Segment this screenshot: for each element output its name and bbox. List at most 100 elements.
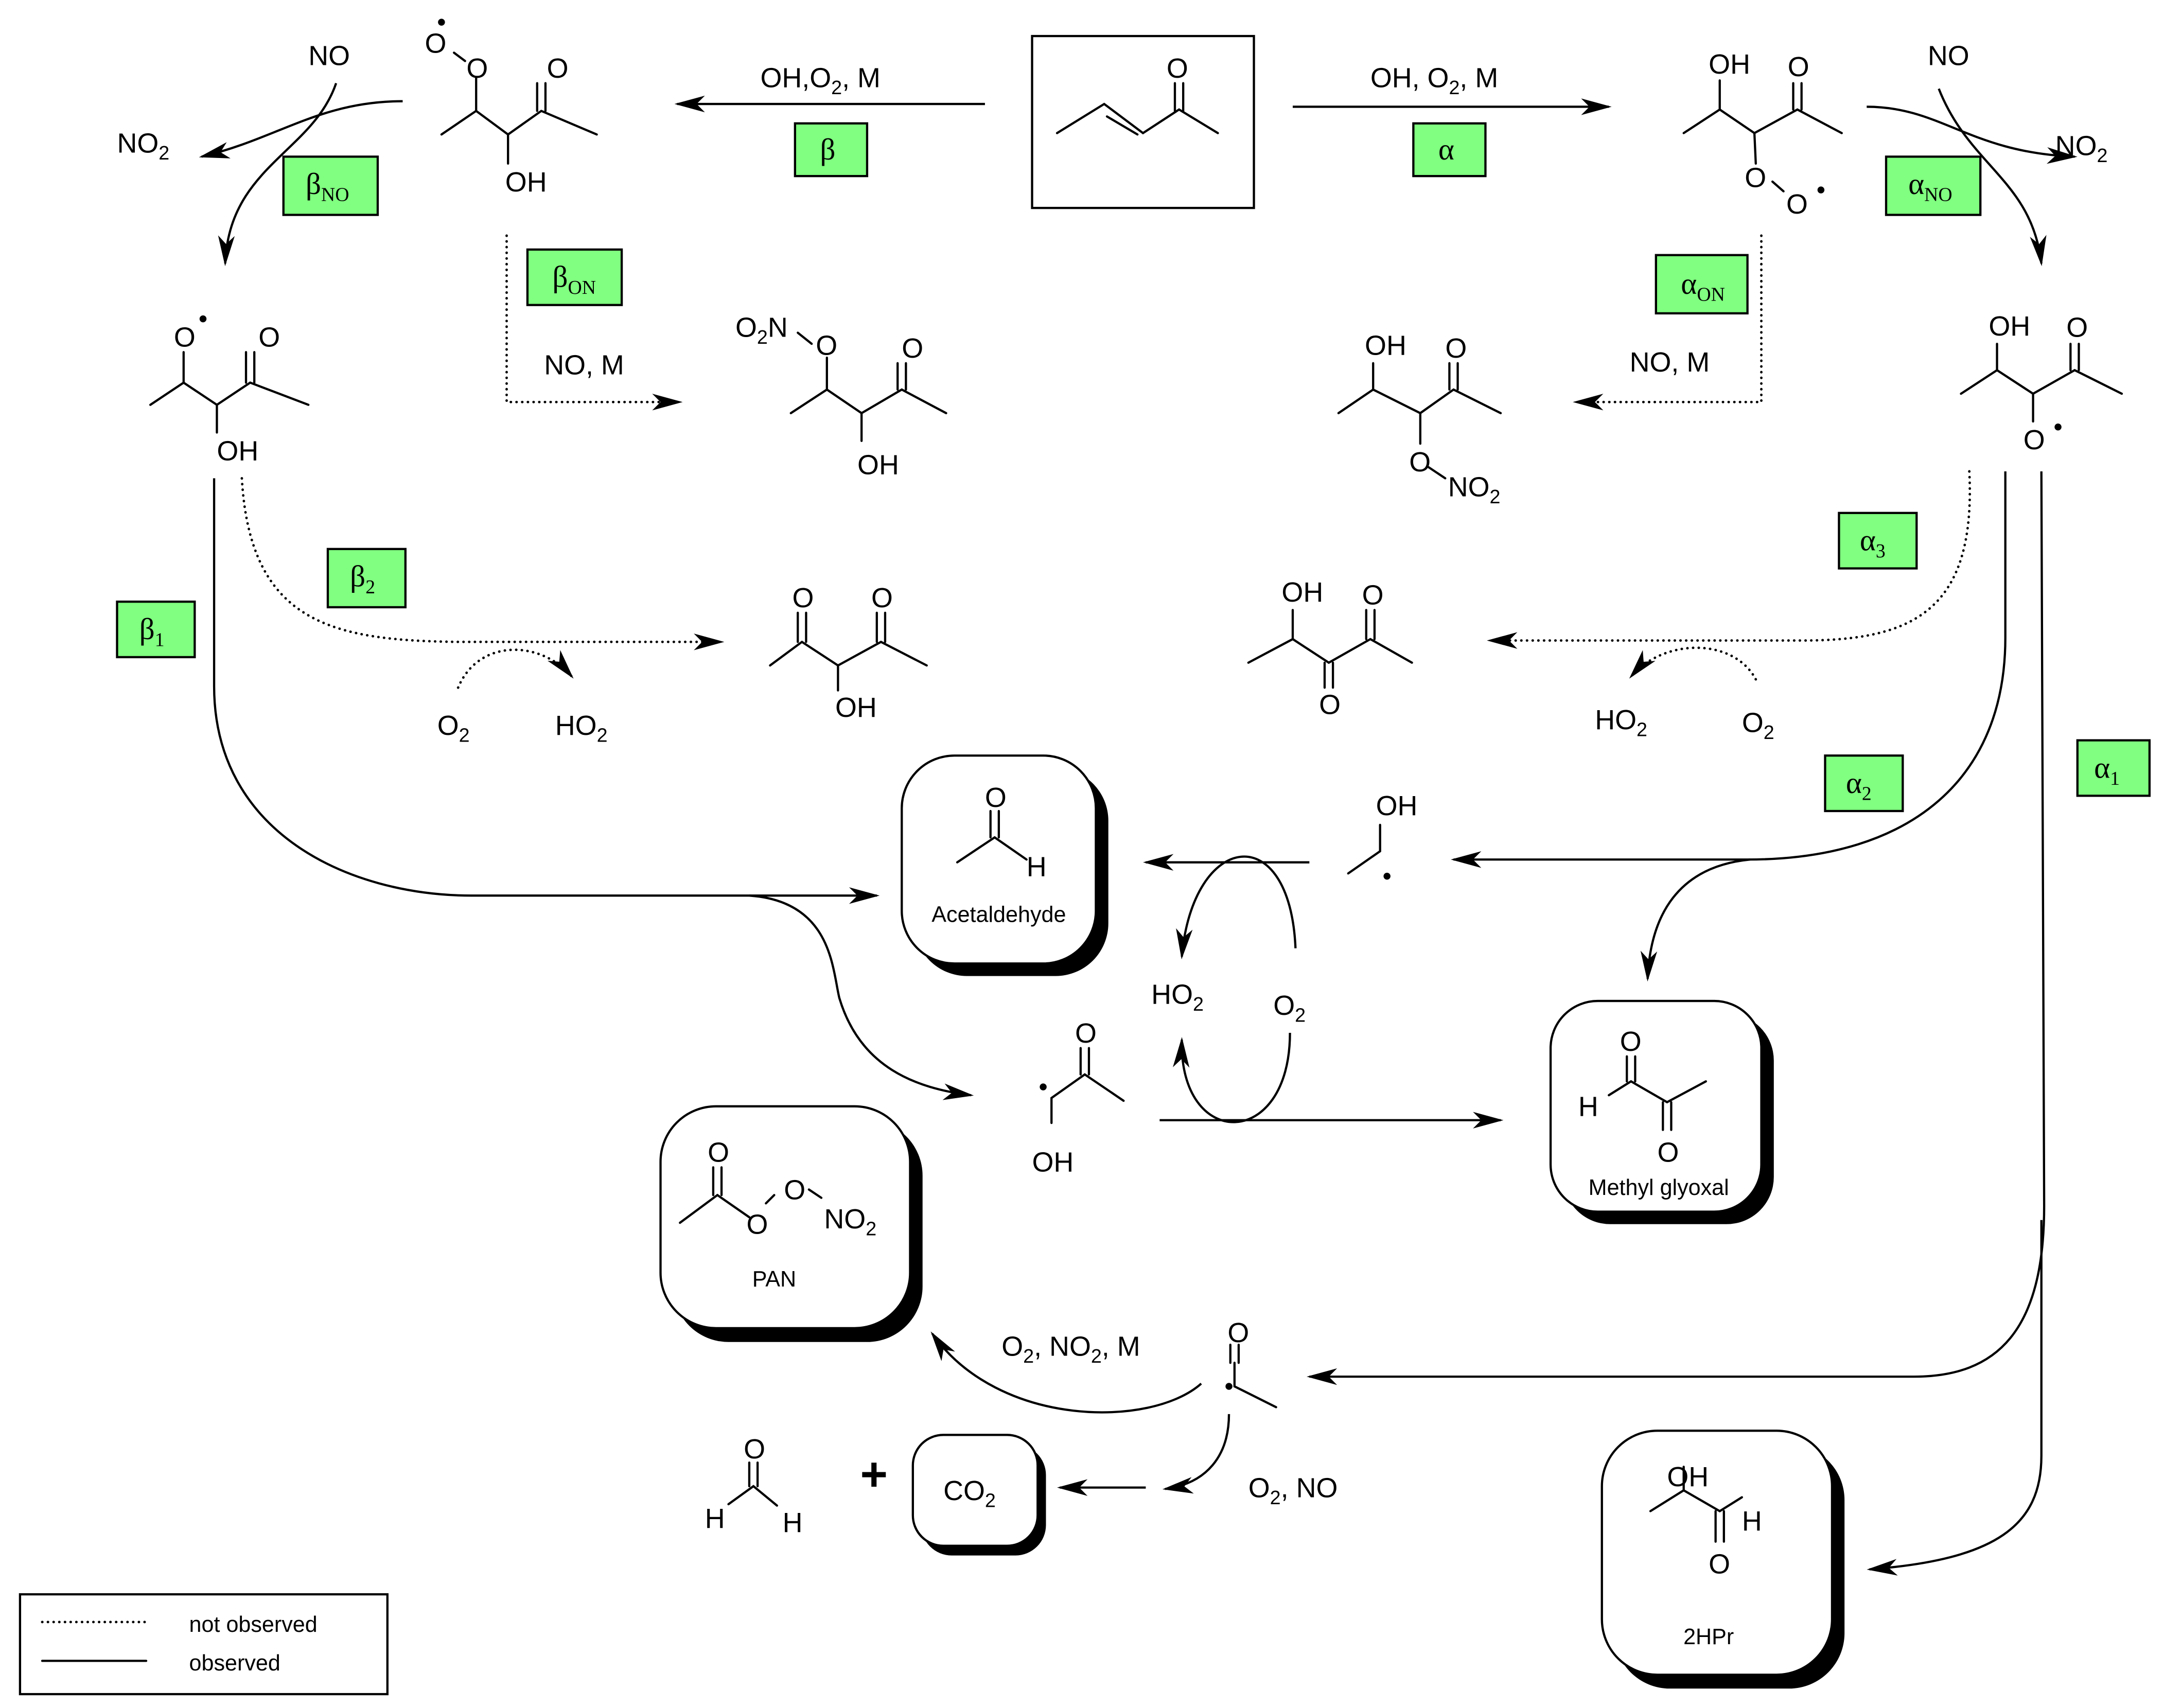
ho2-o2-cycle: HO2 O2 bbox=[1143, 854, 1504, 1129]
hydroxyethyl-radical: OH bbox=[1347, 790, 1418, 880]
svg-text:HO2: HO2 bbox=[555, 710, 608, 746]
svg-text:β2: β2 bbox=[350, 559, 375, 598]
svg-text:OH: OH bbox=[1032, 1147, 1074, 1177]
svg-text:OH: OH bbox=[1667, 1462, 1709, 1492]
beta-conditions: OH,O2, M bbox=[760, 63, 880, 98]
legend-observed: observed bbox=[189, 1651, 280, 1676]
svg-text:2HPr: 2HPr bbox=[1683, 1625, 1734, 1649]
radical-dot bbox=[1817, 186, 1825, 193]
alpha-1-path: α1 bbox=[1306, 471, 2151, 1576]
svg-text:O: O bbox=[2066, 312, 2088, 343]
svg-text:HO2: HO2 bbox=[1151, 979, 1204, 1014]
legend: not observed observed bbox=[19, 1593, 389, 1696]
beta-nitrate: O2N O O OH bbox=[735, 312, 947, 480]
svg-text:α2: α2 bbox=[1846, 766, 1872, 804]
svg-text:O: O bbox=[1788, 51, 1809, 82]
svg-text:OH: OH bbox=[835, 692, 877, 723]
label-beta-2: β2 bbox=[326, 548, 407, 609]
svg-text:O: O bbox=[744, 1434, 765, 1465]
reactant-box: O bbox=[1031, 34, 1255, 209]
beta-on-step: βON NO, M bbox=[505, 234, 683, 411]
svg-text:O: O bbox=[1745, 163, 1766, 193]
svg-text:αNO: αNO bbox=[1908, 167, 1952, 205]
radical-dot bbox=[1383, 872, 1391, 880]
pan-formation-arrow: O2, NO2, M bbox=[930, 1331, 1202, 1414]
radical-dot bbox=[1040, 1083, 1047, 1090]
svg-text:O: O bbox=[1319, 689, 1341, 720]
svg-text:NO2: NO2 bbox=[1448, 471, 1501, 507]
plus-sign: + bbox=[860, 1448, 887, 1501]
svg-text:O: O bbox=[985, 782, 1007, 813]
beta-2-path: O2 HO2 β2 bbox=[240, 477, 725, 746]
reactant-structure: O bbox=[1055, 53, 1219, 136]
svg-text:α: α bbox=[1438, 132, 1454, 166]
svg-text:O: O bbox=[1362, 580, 1384, 611]
svg-text:O2: O2 bbox=[1273, 990, 1306, 1026]
svg-text:O: O bbox=[1709, 1549, 1730, 1580]
alpha-on-step: αON NO, M bbox=[1573, 234, 1763, 411]
svg-text:NO: NO bbox=[1928, 41, 1969, 72]
svg-text:NO: NO bbox=[308, 41, 350, 72]
alpha-peroxy-radical: OH O O O bbox=[1682, 49, 1843, 220]
svg-text:O: O bbox=[466, 53, 488, 84]
radical-dot bbox=[2054, 424, 2062, 431]
svg-text:OH: OH bbox=[1989, 311, 2030, 342]
svg-text:O2, NO: O2, NO bbox=[1248, 1473, 1338, 1508]
product-co2: CO2 bbox=[911, 1434, 1046, 1556]
alpha-3-path: HO2 O2 α3 bbox=[1487, 470, 1972, 743]
svg-text:OH: OH bbox=[1365, 330, 1406, 361]
svg-text:H: H bbox=[1027, 852, 1047, 883]
svg-text:NO2: NO2 bbox=[2055, 131, 2108, 166]
svg-text:O2: O2 bbox=[437, 710, 470, 746]
svg-text:O: O bbox=[816, 330, 837, 361]
svg-text:HO2: HO2 bbox=[1595, 705, 1647, 740]
label-beta-on: βON bbox=[526, 248, 623, 306]
label-alpha-1: α1 bbox=[2076, 739, 2151, 797]
product-pan: O O O NO2 PAN bbox=[659, 1105, 923, 1342]
svg-text:O: O bbox=[708, 1137, 729, 1168]
beta-alkoxy-radical: O O OH bbox=[149, 315, 310, 466]
alpha-addition-arrow: OH, O2, M α bbox=[1292, 63, 1612, 178]
beta-2-product: O O OH bbox=[769, 583, 928, 723]
alpha-alkoxy-radical: OH O O bbox=[1960, 311, 2123, 455]
svg-text:NO2: NO2 bbox=[117, 128, 169, 163]
svg-text:α1: α1 bbox=[2094, 750, 2120, 789]
alpha-2-path: α2 bbox=[1451, 471, 2007, 982]
svg-text:O: O bbox=[425, 28, 447, 59]
svg-text:O: O bbox=[174, 322, 196, 353]
svg-text:OH: OH bbox=[1376, 790, 1418, 821]
svg-text:CO2: CO2 bbox=[943, 1475, 996, 1511]
svg-text:O: O bbox=[547, 53, 569, 84]
svg-text:OH: OH bbox=[1281, 577, 1323, 608]
label-beta: β bbox=[794, 122, 869, 178]
alpha-no-step: NO NO2 αNO bbox=[1867, 41, 2108, 267]
atom-label: O bbox=[1167, 53, 1188, 84]
radical-dot bbox=[1225, 1383, 1233, 1390]
alpha-nitrate: OH O O NO2 bbox=[1337, 330, 1502, 507]
hydroxyacetonyl-radical: O OH bbox=[1032, 1018, 1125, 1177]
svg-text:O: O bbox=[871, 583, 893, 613]
svg-text:O: O bbox=[1075, 1018, 1097, 1049]
svg-text:OH: OH bbox=[505, 167, 547, 198]
svg-text:O2: O2 bbox=[1742, 707, 1774, 743]
alpha-conditions: OH, O2, M bbox=[1370, 63, 1498, 98]
svg-text:O: O bbox=[784, 1174, 805, 1205]
label-alpha-no: αNO bbox=[1885, 155, 1982, 216]
label-alpha-2: α2 bbox=[1824, 754, 1904, 813]
product-methyl-glyoxal: O H O Methyl glyoxal bbox=[1549, 999, 1774, 1224]
svg-text:α3: α3 bbox=[1860, 523, 1886, 562]
beta-1-path: β1 bbox=[116, 478, 974, 1100]
svg-text:βNO: βNO bbox=[306, 167, 349, 205]
svg-text:H: H bbox=[705, 1503, 725, 1534]
legend-not-observed: not observed bbox=[189, 1612, 318, 1637]
svg-text:O: O bbox=[792, 583, 814, 613]
svg-text:NO2: NO2 bbox=[824, 1204, 876, 1239]
label-beta-1: β1 bbox=[116, 601, 196, 659]
acetaldehyde-name: Acetaldehyde bbox=[931, 903, 1066, 927]
label-alpha-on: αON bbox=[1655, 254, 1749, 314]
svg-text:O2N: O2N bbox=[735, 312, 788, 348]
beta-addition-arrow: OH,O2, M β bbox=[674, 63, 985, 178]
radical-dot bbox=[438, 19, 445, 26]
svg-text:NO, M: NO, M bbox=[544, 349, 624, 380]
svg-text:OH: OH bbox=[857, 449, 899, 480]
